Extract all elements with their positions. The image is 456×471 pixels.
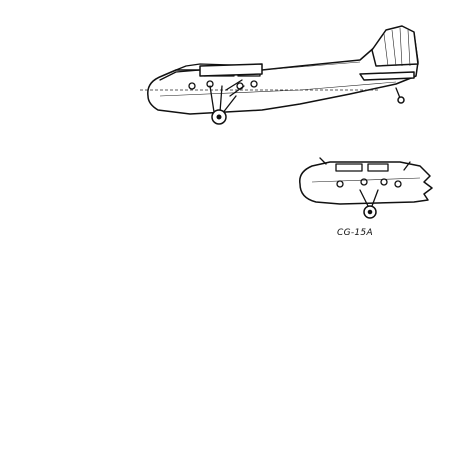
side-view-landing-gear [209,79,245,125]
side-view-tail [140,25,419,104]
cg15a-landing-gear [359,189,379,219]
cg15a-fuselage [299,157,433,205]
side-view-wing-root [199,63,263,77]
variant-caption: CG-15A [337,228,373,238]
